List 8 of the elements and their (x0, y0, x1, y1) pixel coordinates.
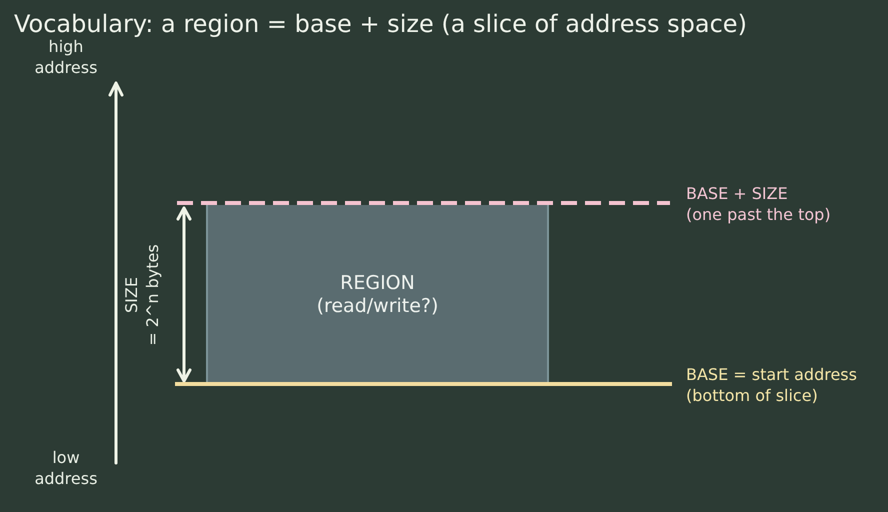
boundary-label: BASE + SIZE (one past the top) (686, 183, 831, 225)
memory-region-box (206, 205, 549, 384)
axis-label: high address (34, 37, 98, 78)
diagram-title: Vocabulary: a region = base + size (a slice of address space) (14, 9, 747, 39)
axis-label: low address (34, 447, 98, 489)
boundary-label: BASE = start address (bottom of slice) (686, 364, 857, 406)
region-label: REGION (read/write?) (316, 272, 438, 318)
dimension-label: SIZE = 2^n bytes (121, 243, 163, 348)
